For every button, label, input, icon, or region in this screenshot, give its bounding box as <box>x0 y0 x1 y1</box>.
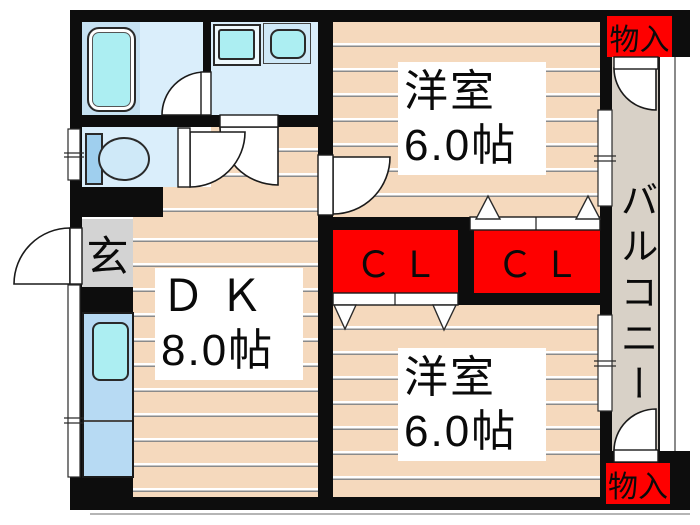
dk-floor-upper <box>163 187 318 217</box>
entrance-door-leaf <box>69 227 83 285</box>
closet-left-fold-2 <box>431 304 458 332</box>
balcony-storage-door-top-leaf <box>613 56 659 70</box>
room-name: 洋室 <box>404 66 496 116</box>
storage-bottom <box>606 463 670 504</box>
storage-top-label: 物入 <box>609 23 670 57</box>
wall-toilet-bottom-chunk <box>70 187 163 217</box>
bathroom-door <box>161 71 206 116</box>
entrance-floor <box>82 219 133 287</box>
toilet-bowl <box>98 137 150 181</box>
closet-right-doors <box>469 216 601 231</box>
washing-machine-drum <box>218 29 255 60</box>
room-label-western-bottom: 洋室 6.0帖 <box>398 348 546 461</box>
room-size: 6.0帖 <box>404 120 518 170</box>
bathtub <box>87 27 136 112</box>
room-label-dk: ＤＫ 8.0帖 <box>155 268 303 380</box>
balcony-floor <box>612 57 658 451</box>
wall-closet-top-left <box>318 217 462 230</box>
wall-bath-washroom <box>203 22 211 72</box>
balcony-label: バルコニー <box>614 180 656 410</box>
bathroom-door-leaf <box>200 71 212 116</box>
balcony-storage-door-bottom-leaf <box>613 449 659 463</box>
storage-bottom-label: 物入 <box>608 470 668 504</box>
closet-left-label: ＣＬ <box>355 243 448 285</box>
wall-closet-bottom-right <box>458 293 612 306</box>
entrance-door <box>13 227 71 285</box>
wall-bottom-left-chunk <box>70 478 135 510</box>
wall-closet-gap <box>458 217 474 306</box>
closet-right <box>474 230 600 293</box>
shadow-bottom <box>90 513 690 515</box>
balcony-railing <box>658 57 676 451</box>
room-name: 洋室 <box>404 352 496 402</box>
wall-bottom <box>70 497 600 510</box>
room-label-western-top: 洋室 6.0帖 <box>398 62 546 175</box>
toilet-door-leaf <box>177 127 191 188</box>
room-name: ＤＫ <box>161 272 277 322</box>
room-door <box>332 156 391 215</box>
closet-right-fold-2 <box>574 194 602 220</box>
room-size: 6.0帖 <box>404 406 518 456</box>
closet-right-label: ＣＬ <box>496 243 589 285</box>
balcony-storage-door-bottom <box>613 408 657 452</box>
entrance-label: 玄 <box>86 232 129 280</box>
room-size: 8.0帖 <box>161 326 275 375</box>
toilet-door <box>189 131 246 188</box>
window-room-top-balcony <box>594 109 616 207</box>
storage-top <box>607 16 672 57</box>
room-door-leaf <box>317 154 334 216</box>
closet-right-fold-1 <box>474 194 502 220</box>
wall-center-vertical-bottom <box>318 215 333 497</box>
window-kitchen <box>64 284 84 478</box>
washroom-door-leaf <box>219 114 279 128</box>
wall-top <box>70 10 600 22</box>
window-toilet <box>64 128 84 181</box>
kitchen-counter-divider <box>84 420 132 422</box>
balcony-storage-door-top <box>613 67 657 111</box>
closet-left-fold-1 <box>332 304 358 331</box>
window-room-bottom-balcony <box>594 314 616 412</box>
kitchen-sink <box>92 322 129 381</box>
washstand-basin <box>270 29 306 59</box>
closet-left <box>333 230 458 293</box>
